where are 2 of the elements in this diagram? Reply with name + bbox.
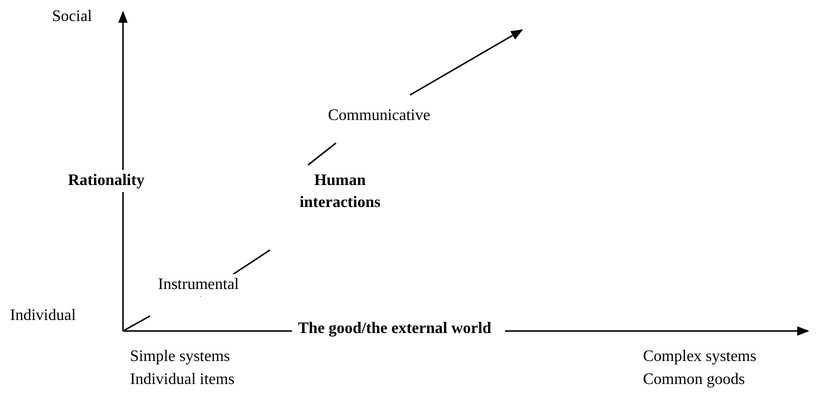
- axis-label: Instrumental: [158, 274, 239, 296]
- axis-label: Rationality: [68, 170, 144, 192]
